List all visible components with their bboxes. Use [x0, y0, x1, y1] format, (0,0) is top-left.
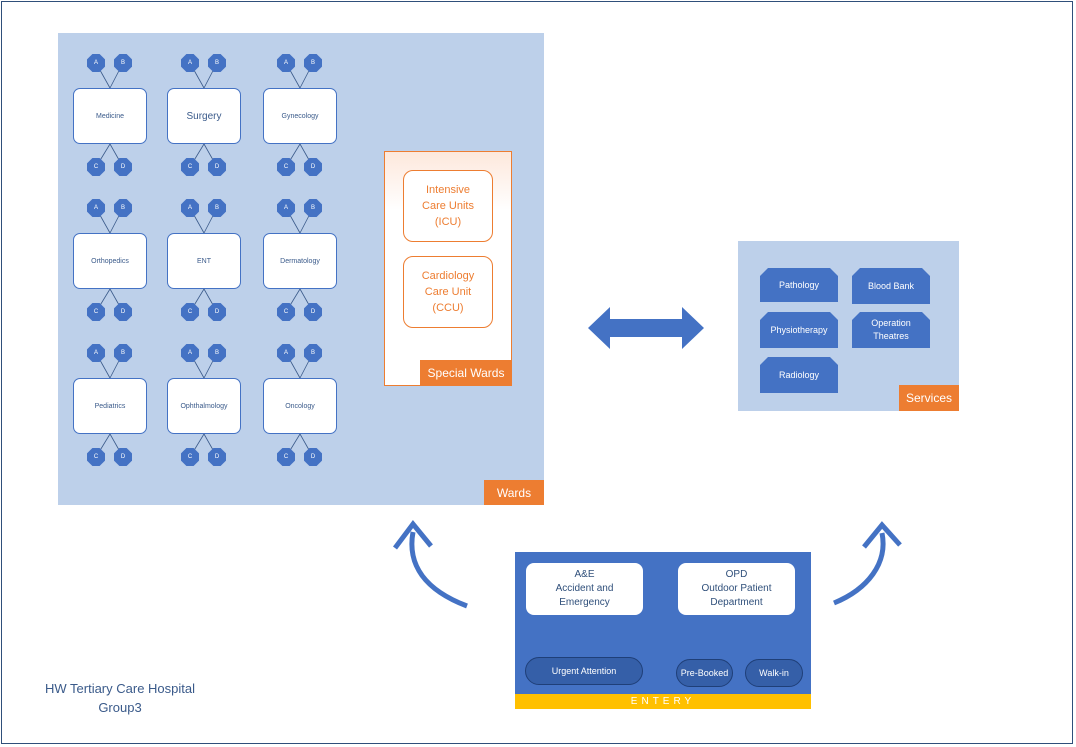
- ward-bed-d: D: [114, 158, 132, 176]
- ward-dermatology: Dermatology: [263, 233, 337, 289]
- ward-bed-d: D: [208, 158, 226, 176]
- special-wards-label: Special Wards: [420, 360, 512, 386]
- wards-label: Wards: [484, 480, 544, 505]
- ward-bed-a: A: [277, 199, 295, 217]
- ward-bed-d: D: [304, 448, 322, 466]
- ward-bed-b: B: [304, 344, 322, 362]
- service-radiology: Radiology: [760, 357, 838, 393]
- service-blood-bank: Blood Bank: [852, 268, 930, 304]
- ward-bed-b: B: [208, 199, 226, 217]
- urgent-attention-pill: Urgent Attention: [525, 657, 643, 685]
- ward-bed-a: A: [181, 54, 199, 72]
- ward-bed-c: C: [277, 448, 295, 466]
- service-operation-theatres: Operation Theatres: [852, 312, 930, 348]
- diagram-caption: HW Tertiary Care Hospital Group3: [20, 679, 220, 717]
- ward-bed-c: C: [87, 158, 105, 176]
- ward-bed-a: A: [87, 344, 105, 362]
- ward-bed-b: B: [114, 344, 132, 362]
- ward-gynecology: Gynecology: [263, 88, 337, 144]
- ward-bed-d: D: [304, 158, 322, 176]
- double-arrow-icon: [588, 307, 704, 349]
- ward-bed-b: B: [114, 54, 132, 72]
- service-physiotherapy: Physiotherapy: [760, 312, 838, 348]
- ward-oncology: Oncology: [263, 378, 337, 434]
- ward-bed-d: D: [208, 303, 226, 321]
- ward-ophthalmology: Ophthalmology: [167, 378, 241, 434]
- ward-bed-c: C: [181, 303, 199, 321]
- ward-bed-a: A: [181, 344, 199, 362]
- ward-orthopedics: Orthopedics: [73, 233, 147, 289]
- caption-group: Group3: [98, 700, 142, 715]
- icu-box: Intensive Care Units (ICU): [403, 170, 493, 242]
- ward-bed-c: C: [277, 303, 295, 321]
- ward-bed-b: B: [208, 54, 226, 72]
- ward-bed-d: D: [114, 303, 132, 321]
- ward-bed-a: A: [87, 199, 105, 217]
- ward-bed-a: A: [277, 54, 295, 72]
- ae-card: A&E Accident and Emergency: [526, 563, 643, 615]
- ward-medicine: Medicine: [73, 88, 147, 144]
- ccu-box: Cardiology Care Unit (CCU): [403, 256, 493, 328]
- ward-bed-d: D: [208, 448, 226, 466]
- ward-pediatrics: Pediatrics: [73, 378, 147, 434]
- ward-bed-c: C: [181, 158, 199, 176]
- curved-arrow-left-icon: [393, 519, 468, 609]
- ward-ent: ENT: [167, 233, 241, 289]
- curved-arrow-right-icon: [833, 521, 902, 606]
- opd-card: OPD Outdoor Patient Department: [678, 563, 795, 615]
- pre-booked-pill: Pre-Booked: [676, 659, 733, 687]
- ward-bed-c: C: [87, 448, 105, 466]
- ward-bed-b: B: [304, 54, 322, 72]
- ward-bed-c: C: [87, 303, 105, 321]
- walk-in-pill: Walk-in: [745, 659, 803, 687]
- ward-bed-c: C: [181, 448, 199, 466]
- ward-bed-a: A: [181, 199, 199, 217]
- ward-bed-c: C: [277, 158, 295, 176]
- ward-surgery: Surgery: [167, 88, 241, 144]
- ward-bed-a: A: [277, 344, 295, 362]
- ward-bed-d: D: [114, 448, 132, 466]
- entry-label: ENTERY: [515, 694, 811, 709]
- ward-bed-a: A: [87, 54, 105, 72]
- ward-bed-b: B: [304, 199, 322, 217]
- ward-bed-b: B: [114, 199, 132, 217]
- services-label: Services: [899, 385, 959, 411]
- ward-bed-b: B: [208, 344, 226, 362]
- service-pathology: Pathology: [760, 268, 838, 302]
- caption-title: HW Tertiary Care Hospital: [44, 681, 196, 696]
- ward-bed-d: D: [304, 303, 322, 321]
